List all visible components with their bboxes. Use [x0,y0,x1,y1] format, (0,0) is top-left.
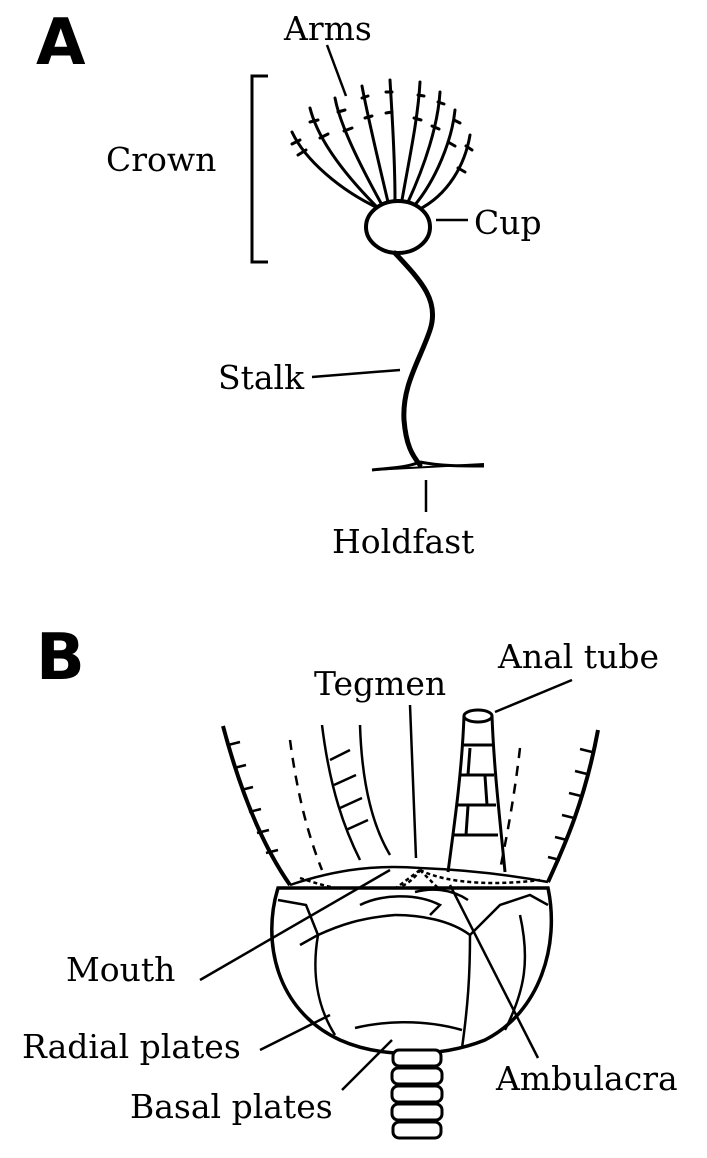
label-ambulacra: Ambulacra [495,1059,678,1098]
label-mouth: Mouth [66,950,175,989]
label-basal-plates: Basal plates [130,1087,333,1126]
label-cup: Cup [474,203,542,242]
panel-b-letter: B [36,621,85,695]
inner-arms [322,725,390,860]
radial-plates-leader [260,1015,330,1050]
tegmen-leader [410,705,416,858]
panel-a: A Ar [36,6,542,561]
panel-a-leaders [312,45,468,512]
arm-ticks [228,742,592,860]
arm-outlines [223,726,598,885]
label-radial-plates: Radial plates [22,1027,241,1066]
label-crown: Crown [106,140,216,179]
crinoid-arms [292,80,472,210]
label-anal-tube: Anal tube [497,637,659,676]
label-tegmen: Tegmen [314,664,446,703]
label-stalk: Stalk [218,358,305,397]
left-arm-outline [223,726,290,885]
anal-tube-leader [495,680,572,712]
arms-leader [327,45,346,96]
anal-tube [448,710,505,872]
stem-column [392,1050,442,1138]
panel-a-letter: A [36,6,86,80]
crinoid-stalk [395,253,433,465]
panel-b: B [22,621,678,1138]
crinoid-cup [366,201,430,253]
stalk-leader [312,370,400,377]
label-holdfast: Holdfast [332,522,474,561]
crown-bracket [252,76,268,262]
label-arms: Arms [283,9,372,48]
